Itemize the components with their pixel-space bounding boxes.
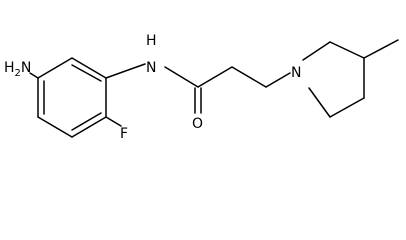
atom-labels: H2N H N F O N (4, 33, 301, 142)
bond-pip-n-c2 (302, 41, 331, 61)
bond-c1-nh2 (29, 72, 39, 79)
bond-pip-c2-c3 (329, 41, 365, 59)
bond-pip-c4-c5 (329, 97, 365, 118)
bond-pip-c3-methyl (363, 39, 399, 59)
amide-h-label: H (146, 33, 157, 49)
amine-h: H (4, 60, 15, 76)
bond-carbonyl-ca (197, 66, 233, 88)
bond-ring-c3-c4 (71, 116, 107, 138)
bond-ring-c6-c1 (37, 57, 73, 79)
bond-pip-c5-c6 (308, 87, 331, 118)
bond-nh-carbonyl (164, 66, 199, 88)
piperidine-n-label: N (291, 65, 301, 81)
bond-c5-nh (105, 63, 146, 79)
amine-label: H2N (4, 60, 31, 79)
amine-n: N (21, 60, 31, 76)
amide-n-label: N (146, 60, 156, 76)
amine-subscript: 2 (15, 68, 21, 79)
molecule-structure: H2N H N F O N (4, 33, 399, 142)
carbonyl-oxygen-label: O (192, 116, 203, 132)
bond-cb-n (265, 72, 291, 88)
bond-ring-c5-c6-inner (71, 64, 102, 82)
fluorine-label: F (120, 126, 128, 142)
bond-ring-c5-c6 (71, 57, 107, 79)
bond-ring-c2-c3 (37, 116, 73, 138)
bond-c4-f (105, 116, 122, 127)
bond-ring-c3-c4-inner (71, 112, 102, 131)
bond-ca-cb (231, 66, 267, 88)
bonds (29, 39, 399, 138)
